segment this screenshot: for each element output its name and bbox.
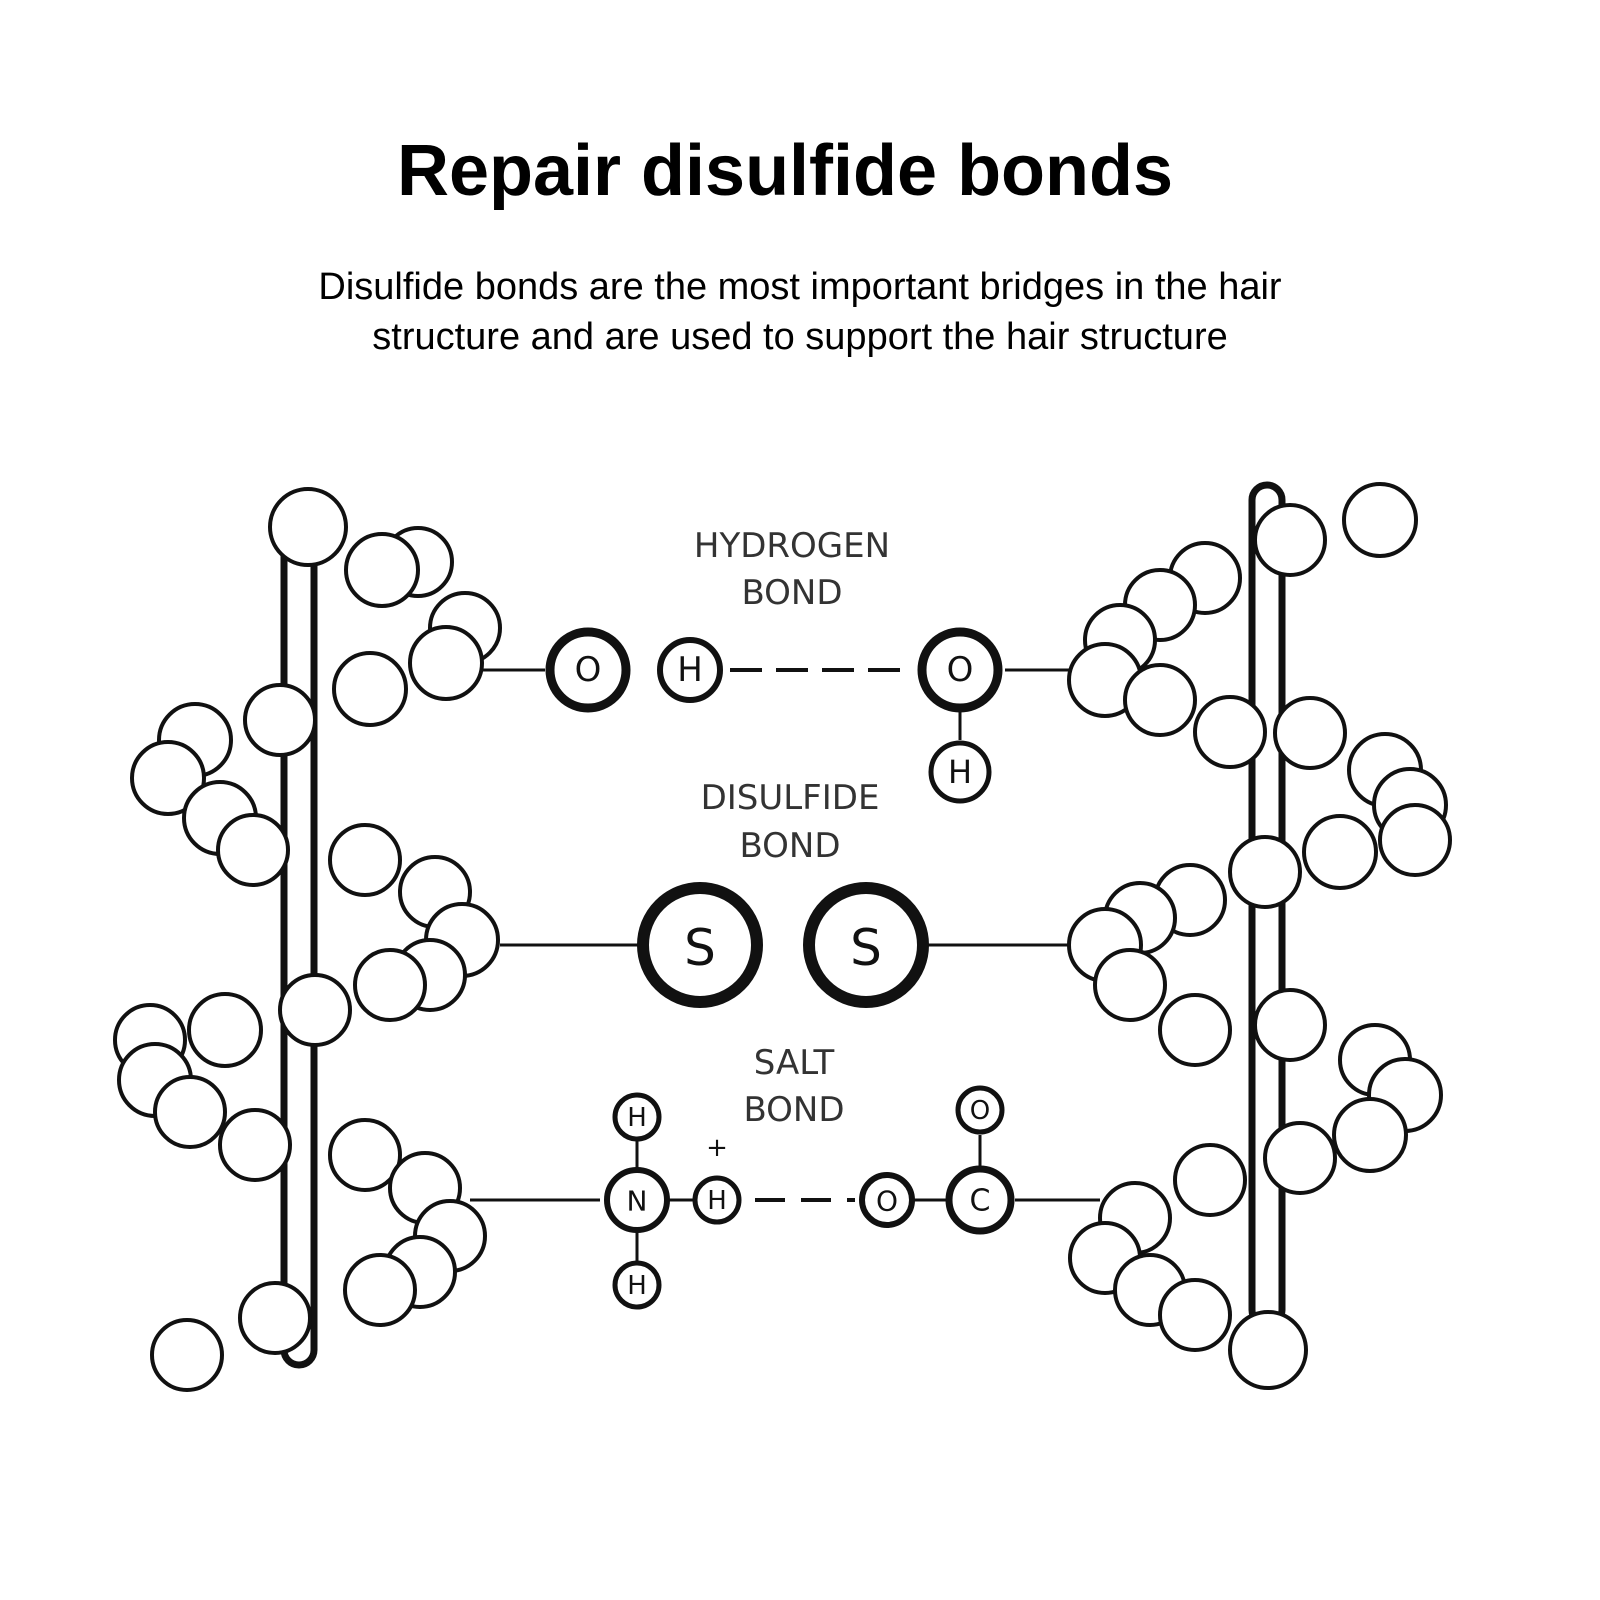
salt-bond-label-line1: SALT	[754, 1043, 835, 1083]
salt-bond-oxygen-atom-left	[859, 1172, 915, 1228]
sulfur-atom-right	[803, 882, 929, 1008]
hydrogen-label: H	[627, 1271, 647, 1301]
hydrogen-label: H	[707, 1186, 727, 1216]
page-title: Repair disulfide bonds	[396, 131, 1174, 211]
hydrogen-bond-label-line1: HYDROGEN	[694, 526, 890, 566]
salt-bond-hydrogen-atom-bottom	[612, 1260, 662, 1310]
sulfur-label: S	[684, 919, 716, 977]
oxygen-label: O	[575, 650, 602, 690]
hydrogen-bond-hydrogen-atom-lower	[928, 740, 992, 804]
salt-bond-hydrogen-atom-right	[692, 1175, 742, 1225]
sulfur-label: S	[850, 919, 882, 977]
left-chain-beads	[113, 487, 502, 1392]
left-backbone	[280, 521, 318, 1369]
hydrogen-label: H	[627, 1103, 647, 1133]
hydrogen-bond-label-line2: BOND	[741, 573, 842, 613]
hydrogen-bond-oxygen-atom-right	[917, 627, 1003, 713]
carbon-label: C	[970, 1184, 991, 1219]
disulfide-bond-label-line1: DISULFIDE	[701, 778, 880, 818]
hydrogen-bond-oxygen-atom-left	[545, 627, 631, 713]
oxygen-label: O	[970, 1096, 990, 1126]
salt-bond-oxygen-atom-top	[955, 1085, 1005, 1135]
hydrogen-label: H	[677, 650, 703, 690]
salt-bond-carbon-atom	[945, 1165, 1015, 1235]
oxygen-label: O	[947, 650, 974, 690]
nitrogen-label: N	[627, 1185, 648, 1218]
sulfur-atom-left	[637, 882, 763, 1008]
hydrogen-label: H	[948, 753, 972, 791]
right-chain-beads	[1067, 482, 1452, 1390]
hydrogen-bond-hydrogen-atom	[657, 637, 723, 703]
salt-bond-label-line2: BOND	[743, 1090, 844, 1130]
plus-charge-label: +	[706, 1133, 728, 1163]
salt-bond-nitrogen-atom	[604, 1167, 670, 1233]
description-text: Disulfide bonds are the most important b…	[318, 266, 1282, 358]
salt-bond-hydrogen-atom-top	[612, 1092, 662, 1142]
oxygen-label: O	[876, 1185, 898, 1218]
disulfide-bond-label-line2: BOND	[739, 826, 840, 866]
